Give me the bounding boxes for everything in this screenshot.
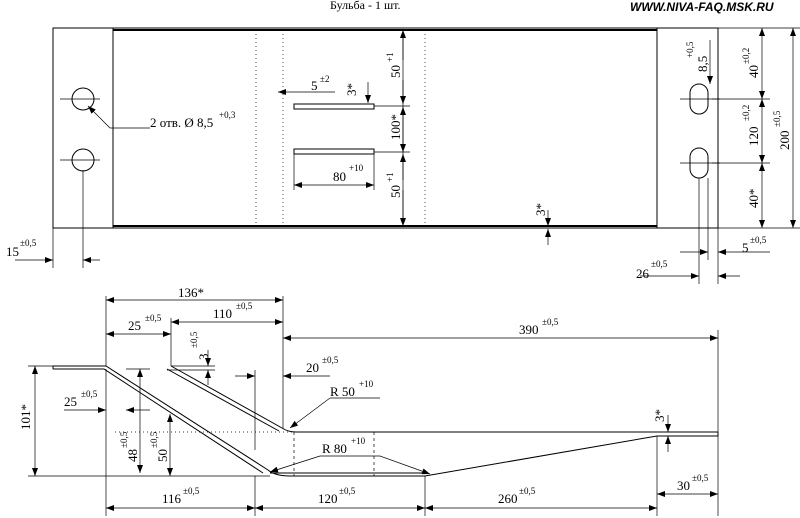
dim-116: 116 <box>162 491 182 506</box>
dim-50-bot: 50 <box>388 185 403 198</box>
plan-view: 2 отв. Ø 8,5 +0,3 5 ±2 3* 80 +10 50 +1 1… <box>6 27 800 284</box>
dim-8-5-tol: +0,5 <box>685 41 695 58</box>
dim-40-top: 40 <box>746 65 761 78</box>
side-view: 136* 25 ±0,5 110 ±0,5 3 ±0,5 390 ±0,5 20… <box>18 285 719 516</box>
dim-260-tol: ±0,5 <box>519 486 536 496</box>
holes-note-tol: +0,3 <box>219 110 236 120</box>
dim-26-tol: ±0,5 <box>651 259 668 269</box>
dim-50-top: 50 <box>388 65 403 78</box>
dim-80: 80 <box>333 169 346 184</box>
dim-110-tol: ±0,5 <box>236 301 253 311</box>
dim-48-tol: ±0,5 <box>119 431 129 448</box>
profile-upper-2 <box>166 368 280 432</box>
dim-120-bot: 120 <box>318 491 338 506</box>
dim-25-top: 25 <box>128 318 141 333</box>
dim-26: 26 <box>636 266 650 281</box>
dim-5-slot: 5 <box>311 78 318 93</box>
dim-50-side: 50 <box>155 449 170 462</box>
dim-30: 30 <box>677 478 690 493</box>
central-slot-1 <box>293 103 375 110</box>
dim-50-side-tol: ±0,5 <box>149 431 159 448</box>
holes-note: 2 отв. Ø 8,5 <box>150 115 213 130</box>
r50-label: R 50 <box>330 384 355 399</box>
r80-tol: +10 <box>351 436 366 446</box>
dim-200: 200 <box>777 131 792 151</box>
r50-tol: +10 <box>359 379 374 389</box>
dim-80-tol: +10 <box>349 163 364 173</box>
dim-3-top-tol: ±0,5 <box>189 331 199 348</box>
dim-15: 15 <box>6 244 19 259</box>
r80-leader-2 <box>379 455 431 475</box>
dim-101: 101* <box>18 404 33 430</box>
dim-120-bot-tol: ±0,5 <box>339 486 356 496</box>
dim-3-top: 3 <box>196 354 211 361</box>
dim-100: 100* <box>388 114 403 140</box>
dim-40-bot: 40* <box>746 189 761 209</box>
dim-5-slot-tol: ±2 <box>320 74 329 84</box>
dim-390: 390 <box>519 322 539 337</box>
dim-50-top-tol: +1 <box>385 52 395 62</box>
dim-120-right: 120 <box>746 127 761 147</box>
leader-line-2 <box>87 105 111 129</box>
r80-leader <box>269 455 321 473</box>
drawing-title: Бульба - 1 шт. <box>330 0 401 12</box>
r80-label: R 80 <box>322 441 347 456</box>
dim-200-tol: ±0,5 <box>772 110 782 127</box>
dim-20-tol: ±0,5 <box>322 355 339 365</box>
dim-5-right: 5 <box>742 240 749 255</box>
dim-20: 20 <box>306 360 319 375</box>
dim-30-tol: ±0,5 <box>692 473 709 483</box>
dim-260: 260 <box>498 491 518 506</box>
dim-15-tol: ±0,5 <box>20 238 37 248</box>
dim-25-top-tol: ±0,5 <box>145 313 162 323</box>
dim-116-tol: ±0,5 <box>183 486 200 496</box>
dim-5-right-tol: ±0,5 <box>750 235 767 245</box>
profile-upper <box>170 365 718 433</box>
dim-3-slot: 3* <box>344 83 359 96</box>
dim-48: 48 <box>125 449 140 462</box>
dim-136: 136* <box>178 285 204 300</box>
dim-25-left: 25 <box>64 394 77 409</box>
profile-outer <box>53 365 718 477</box>
dim-40-top-tol: ±0,2 <box>741 48 751 64</box>
dim-120-right-tol: ±0,2 <box>741 105 751 121</box>
r50-leader <box>289 397 331 429</box>
dim-390-tol: ±0,5 <box>542 317 559 327</box>
dim-25-left-tol: ±0,5 <box>81 389 98 399</box>
dim-50-bot-tol: +1 <box>385 172 395 182</box>
plate-outline <box>52 27 719 229</box>
central-slot-2 <box>293 148 375 155</box>
profile-inner <box>53 368 264 474</box>
mounting-hole-1 <box>71 87 95 111</box>
dim-3-edge: 3* <box>533 203 548 216</box>
website-label: WWW.NIVA-FAQ.MSK.RU <box>630 0 774 14</box>
dim-3-right: 3* <box>652 409 667 422</box>
dim-110: 110 <box>213 306 232 321</box>
dim-8-5: 8,5 <box>695 56 710 72</box>
